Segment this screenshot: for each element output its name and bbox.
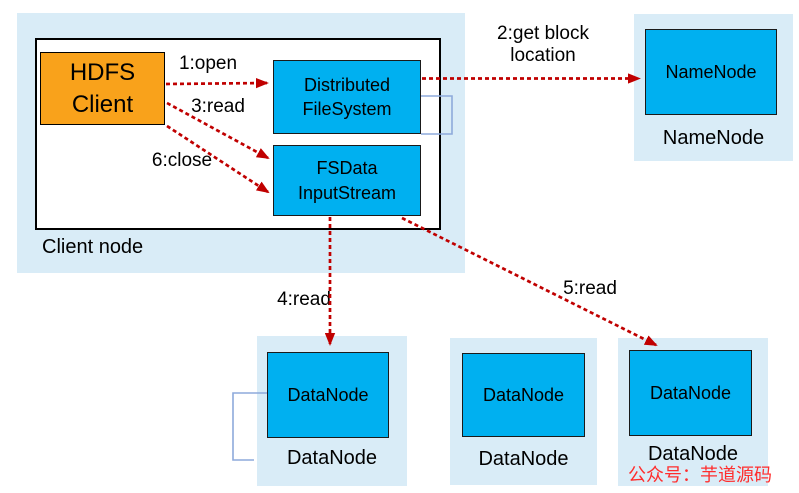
distributed-filesystem-box: Distributed FileSystem <box>273 60 421 134</box>
edge-label-5-read: 5:read <box>563 278 617 299</box>
datanode-1-box: DataNode <box>267 352 389 438</box>
fsdata-inputstream-box: FSData InputStream <box>273 145 421 216</box>
edge-label-3-read: 3:read <box>191 96 245 117</box>
namenode-caption: NameNode <box>662 127 765 149</box>
datanode-2-box: DataNode <box>462 353 585 437</box>
client-node-caption: Client node <box>42 236 144 258</box>
datanode-1-caption: DataNode <box>286 447 378 469</box>
edge-label-1-open: 1:open <box>178 53 238 74</box>
edge-label-4-read: 4:read <box>277 289 331 310</box>
edge-label-6-close: 6:close <box>151 150 213 171</box>
datanode-3-caption: DataNode <box>647 443 739 465</box>
datanode-3-box: DataNode <box>629 350 752 436</box>
watermark-text: 公众号：芋道源码 <box>628 465 772 485</box>
edge-label-2-get-block-location: 2:get block location <box>497 23 589 66</box>
namenode-box: NameNode <box>645 29 777 115</box>
hdfs-client-box: HDFS Client <box>40 52 165 125</box>
datanode-2-caption: DataNode <box>478 448 569 470</box>
